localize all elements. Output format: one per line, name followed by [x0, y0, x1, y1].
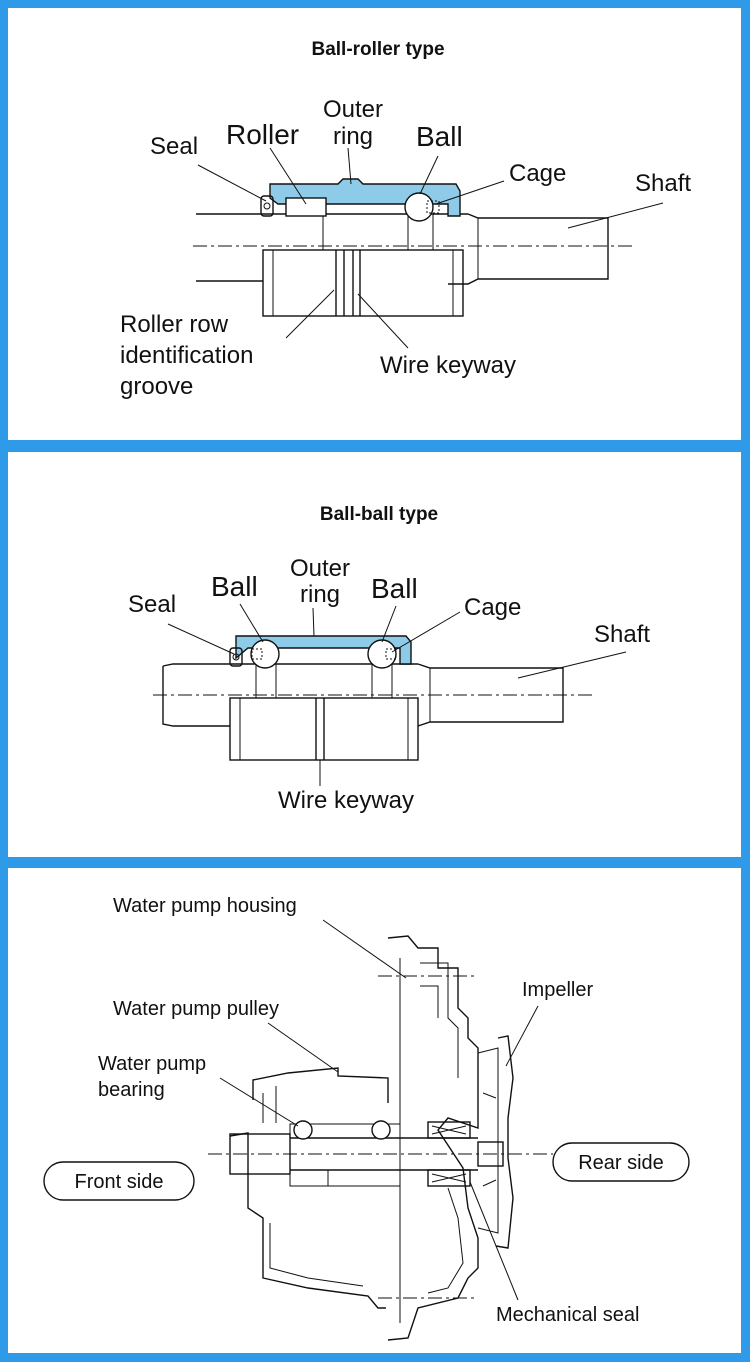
bearing-body [229, 664, 419, 761]
housing-label: Water pump housing [113, 895, 297, 917]
water-pump-pulley [229, 1067, 389, 1309]
seal-label: Seal [128, 591, 176, 618]
cage-label: Cage [464, 594, 521, 621]
water-pump-panel: Water pump housing Water pump pulley Wat… [8, 868, 741, 1353]
bearing-label-1: Water pump [98, 1053, 206, 1075]
mechanical-seal [427, 1121, 471, 1187]
ball [404, 192, 434, 222]
outer-ring-label-2: ring [333, 123, 373, 150]
shaft [196, 213, 609, 285]
ball-label: Ball [416, 121, 463, 152]
ball-roller-diagram: Ball-roller type Seal Roller Outer ring … [120, 39, 691, 400]
groove-label-3: groove [120, 373, 193, 400]
leader-lines [197, 147, 664, 349]
water-pump-housing [378, 935, 479, 1341]
outer-ring-label-1: Outer [290, 555, 350, 582]
bearing-label-2: bearing [98, 1079, 165, 1101]
outer-ring [235, 635, 412, 665]
right-cage [385, 648, 397, 660]
seal [229, 647, 243, 667]
right-ball [367, 639, 397, 669]
mech-seal-label: Mechanical seal [496, 1304, 639, 1326]
panel-title: Ball-roller type [311, 39, 444, 60]
outer-ring [269, 178, 461, 217]
front-side-label: Front side [75, 1171, 164, 1193]
ball-ball-panel: Ball-ball type Seal Ball Outer ring Ball… [8, 452, 741, 857]
cage [426, 200, 440, 214]
right-ball-label: Ball [371, 573, 418, 604]
outer-ring-label-1: Outer [323, 96, 383, 123]
roller [285, 197, 327, 217]
water-pump-diagram: Water pump housing Water pump pulley Wat… [43, 895, 690, 1341]
left-ball [250, 639, 280, 669]
seal-label: Seal [150, 133, 198, 160]
cage-label: Cage [509, 160, 566, 187]
shaft-label: Shaft [594, 621, 650, 648]
leader-lines [167, 603, 627, 786]
bearing-body [262, 214, 464, 317]
left-ball-label: Ball [211, 571, 258, 602]
left-cage [251, 648, 263, 660]
front-side-badge [43, 1161, 195, 1201]
pulley-label: Water pump pulley [113, 998, 279, 1020]
groove-label-1: Roller row [120, 311, 229, 338]
roller-label: Roller [226, 119, 299, 150]
shaft-label: Shaft [635, 170, 691, 197]
rear-side-badge [552, 1142, 690, 1182]
leader-lines [219, 919, 539, 1301]
keyway-label: Wire keyway [278, 787, 414, 814]
keyway-label: Wire keyway [380, 352, 516, 379]
impeller [477, 1035, 514, 1249]
impeller-label: Impeller [522, 979, 593, 1001]
water-pump-bearing [289, 1120, 401, 1187]
panel-title: Ball-ball type [320, 504, 438, 525]
outer-ring-label-2: ring [300, 581, 340, 608]
ball-ball-diagram: Ball-ball type Seal Ball Outer ring Ball… [128, 504, 650, 814]
seal [260, 195, 274, 217]
rear-side-label: Rear side [578, 1152, 664, 1174]
groove-label-2: identification [120, 342, 253, 369]
ball-roller-panel: Ball-roller type Seal Roller Outer ring … [8, 8, 741, 440]
